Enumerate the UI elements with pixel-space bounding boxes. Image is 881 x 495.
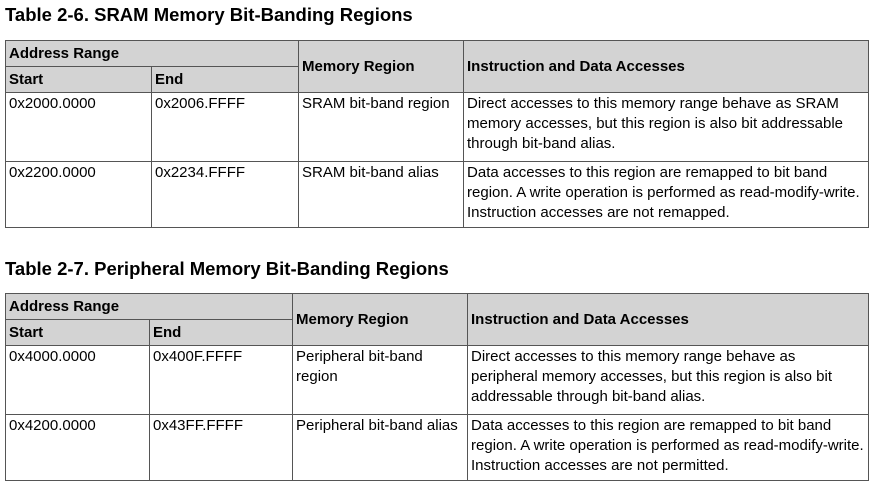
end-cell: 0x43FF.FFFF — [148, 414, 294, 481]
start-cell: 0x4200.0000 — [5, 414, 150, 481]
end-header: End — [148, 319, 294, 346]
table-row: 0x4000.0000 0x400F.FFFF Peripheral bit-b… — [5, 345, 870, 415]
end-cell: 0x2006.FFFF — [150, 92, 300, 162]
table-2-6-caption: Table 2-6. SRAM Memory Bit-Banding Regio… — [5, 4, 413, 25]
end-cell: 0x2234.FFFF — [150, 161, 300, 228]
accesses-cell: Direct accesses to this memory range beh… — [463, 92, 870, 162]
start-cell: 0x4000.0000 — [5, 345, 150, 415]
start-cell: 0x2200.0000 — [5, 161, 152, 228]
table-row: 0x4200.0000 0x43FF.FFFF Peripheral bit-b… — [5, 414, 870, 481]
region-cell: Peripheral bit-band region — [292, 345, 469, 415]
accesses-header: Instruction and Data Accesses — [463, 40, 870, 93]
memory-region-header: Memory Region — [298, 40, 465, 93]
start-cell: 0x2000.0000 — [5, 92, 152, 162]
table-row: 0x2200.0000 0x2234.FFFF SRAM bit-band al… — [5, 161, 870, 228]
peripheral-bit-banding-table: Address Range Memory Region Instruction … — [4, 293, 870, 481]
accesses-cell: Data accesses to this region are remappe… — [467, 414, 870, 481]
address-range-header: Address Range — [4, 293, 294, 320]
end-header: End — [150, 66, 300, 93]
sram-bit-banding-table: Address Range Memory Region Instruction … — [4, 40, 870, 228]
start-header: Start — [5, 66, 152, 93]
table-row: 0x2000.0000 0x2006.FFFF SRAM bit-band re… — [5, 92, 870, 162]
end-cell: 0x400F.FFFF — [148, 345, 294, 415]
region-cell: SRAM bit-band alias — [298, 161, 465, 228]
address-range-header: Address Range — [4, 40, 300, 67]
accesses-header: Instruction and Data Accesses — [467, 293, 870, 346]
memory-region-header: Memory Region — [292, 293, 469, 346]
region-cell: Peripheral bit-band alias — [292, 414, 469, 481]
accesses-cell: Direct accesses to this memory range beh… — [467, 345, 870, 415]
accesses-cell: Data accesses to this region are remappe… — [463, 161, 870, 228]
table-2-7-caption: Table 2-7. Peripheral Memory Bit-Banding… — [5, 258, 449, 279]
region-cell: SRAM bit-band region — [298, 92, 465, 162]
start-header: Start — [5, 319, 150, 346]
